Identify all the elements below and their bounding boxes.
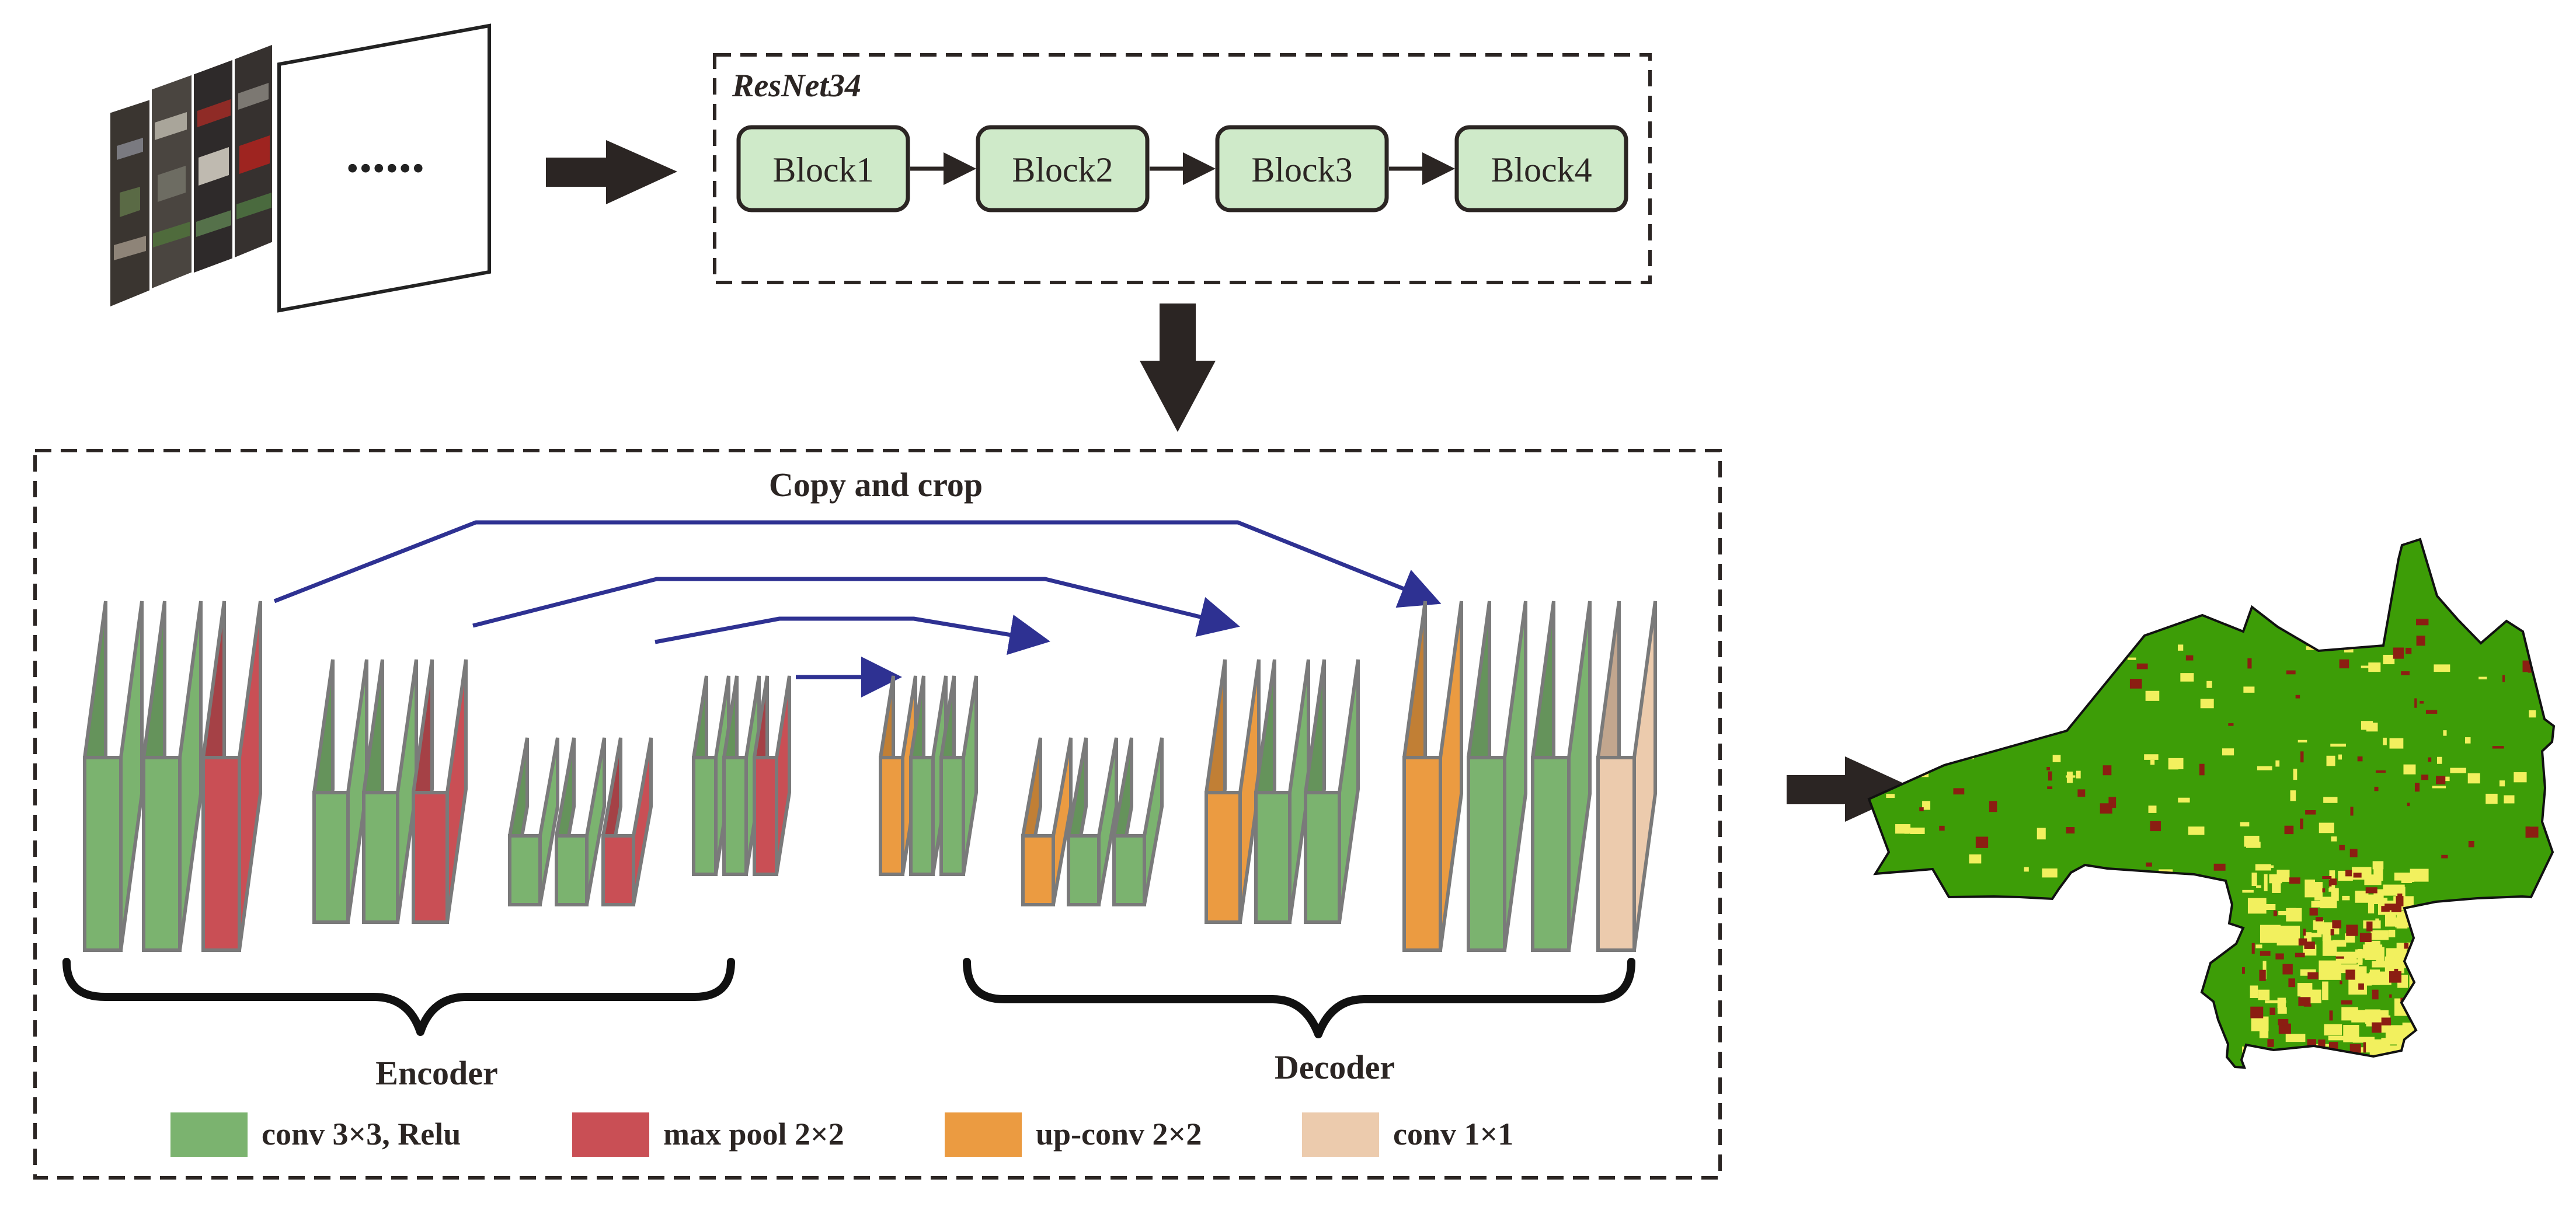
resnet-block-label: Block2 — [1012, 151, 1113, 189]
legend-swatch — [170, 1112, 248, 1157]
decoder-stage-1 — [879, 675, 978, 876]
encoder-stage-1 — [83, 601, 262, 952]
conv-layer — [1067, 737, 1118, 906]
legend-label: conv 3×3, Relu — [262, 1117, 461, 1152]
skip-connection-arrow-2 — [472, 577, 1240, 637]
conv-layer — [83, 601, 144, 952]
arrow-right-icon — [1787, 756, 1916, 822]
satellite-image — [108, 96, 153, 310]
upconv-layer — [1205, 659, 1261, 924]
encoder-stage-3 — [508, 737, 653, 906]
conv-layer — [312, 659, 368, 924]
skip-connection-arrow-1 — [273, 520, 1442, 608]
satellite-image — [232, 41, 274, 261]
maxpool-layer — [601, 737, 653, 906]
copy-crop-label: Copy and crop — [769, 466, 983, 504]
legend-swatch — [1302, 1112, 1379, 1157]
legend-item-upconv: up-conv 2×2 — [945, 1112, 1202, 1157]
decoder-brace — [963, 958, 1635, 1038]
encoder-label: Encoder — [375, 1054, 497, 1092]
legend-swatch — [572, 1112, 649, 1157]
conv-layer — [1304, 659, 1360, 924]
maxpool-layer — [753, 675, 791, 876]
decoder-label: Decoder — [1275, 1048, 1395, 1086]
maxpool-layer — [412, 659, 468, 924]
conv-layer — [508, 737, 559, 906]
resnet-block-label: Block4 — [1491, 151, 1592, 189]
upconv-layer — [1402, 601, 1463, 952]
arrow-right-icon — [546, 140, 677, 204]
resnet-block-4: Block4 — [1454, 125, 1628, 212]
resnet-block-1: Block1 — [736, 125, 910, 212]
resnet-block-2: Block2 — [976, 125, 1150, 212]
arrow-down-icon — [1140, 304, 1216, 432]
conv-layer — [909, 675, 948, 876]
conv-layer — [1112, 737, 1164, 906]
unet-panel: Copy and crop Encoder Decoder conv 3×3, … — [33, 449, 1722, 1180]
decoder-stage-4 — [1402, 601, 1657, 952]
stack-placeholder: ...... — [346, 125, 425, 183]
satellite-image — [149, 72, 194, 292]
legend-item-conv1x1: conv 1×1 — [1302, 1112, 1513, 1157]
decoder-stage-3 — [1205, 659, 1360, 924]
legend-label: max pool 2×2 — [663, 1117, 844, 1152]
conv-layer — [1531, 601, 1592, 952]
resnet-block-label: Block1 — [772, 151, 873, 189]
blank-frame — [277, 23, 491, 313]
conv-layer — [939, 675, 978, 876]
legend-swatch — [945, 1112, 1022, 1157]
legend-item-conv: conv 3×3, Relu — [170, 1112, 461, 1157]
decoder-stage-2 — [1021, 737, 1164, 906]
resnet-frame — [713, 53, 1652, 284]
resnet-title: ResNet34 — [732, 68, 861, 104]
map-outline — [1867, 538, 2556, 1069]
upconv-layer — [879, 675, 917, 876]
input-image-stack: ...... — [108, 23, 491, 313]
upconv-layer — [1021, 737, 1073, 906]
conv-layer — [555, 737, 606, 906]
conv-layer — [1467, 601, 1527, 952]
legend-label: up-conv 2×2 — [1036, 1117, 1202, 1152]
resnet-block-3: Block3 — [1215, 125, 1389, 212]
conv-layer — [1254, 659, 1310, 924]
encoder-brace — [62, 958, 735, 1036]
legend-item-pool: max pool 2×2 — [572, 1112, 844, 1157]
satellite-image — [192, 57, 235, 276]
encoder-stage-4 — [692, 675, 791, 876]
conv-layer — [362, 659, 418, 924]
encoder-stage-2 — [312, 659, 468, 924]
resnet-panel: ResNet34 Block1 Block2 Block3 Block4 — [713, 53, 1652, 284]
conv-layer — [142, 601, 203, 952]
conv1x1-layer — [1596, 601, 1657, 952]
resnet-block-label: Block3 — [1251, 151, 1352, 189]
legend-label: conv 1×1 — [1393, 1117, 1513, 1152]
skip-connection-arrow-3 — [655, 615, 1050, 655]
output-map — [1867, 538, 2556, 1069]
maxpool-layer — [201, 601, 262, 952]
